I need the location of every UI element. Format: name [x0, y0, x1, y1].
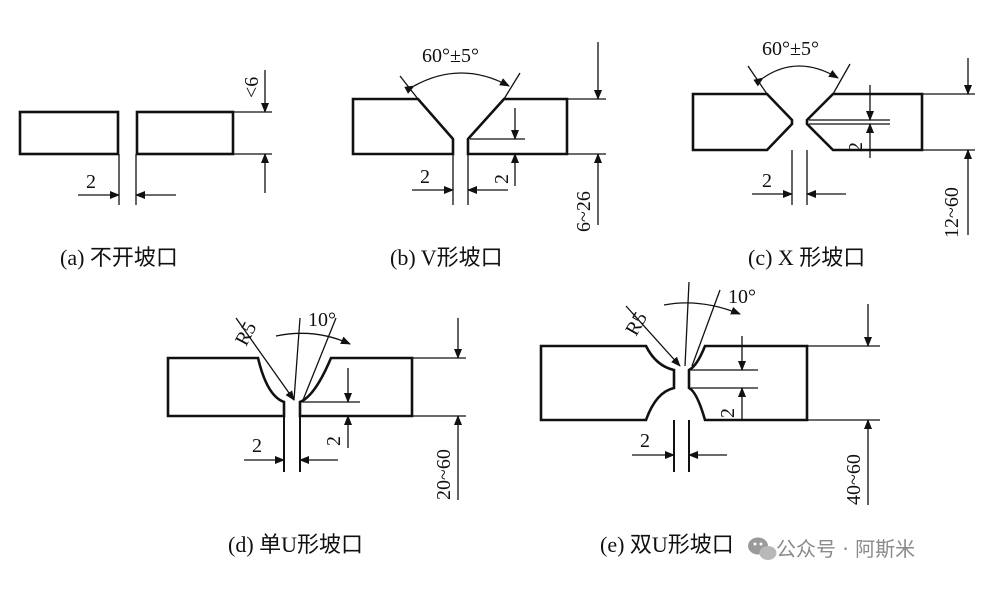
root-label: 2 — [323, 436, 345, 446]
plate-left — [351, 97, 455, 156]
caption-b: (b) V形坡口 — [390, 245, 503, 270]
gap-label: 2 — [420, 166, 430, 188]
radius-label: R5 — [621, 308, 652, 339]
angle-label: 60°±5° — [422, 45, 479, 67]
plate-right — [687, 344, 809, 422]
figure-e-double-u-groove: R5 10° 2 2 40~60 (e) 双U形坡口 — [539, 281, 880, 557]
root-label: 2 — [491, 174, 513, 184]
thickness-label: <6 — [241, 77, 263, 98]
caption-d: (d) 单U形坡口 — [228, 532, 363, 557]
root-label: 2 — [845, 142, 867, 152]
radius-label: R5 — [231, 318, 261, 349]
gap-label: 2 — [252, 435, 262, 457]
watermark: 公众号 · 阿斯米 — [748, 537, 915, 561]
thickness-label: 40~60 — [843, 454, 865, 505]
figure-b-v-groove: 60°±5° 2 2 6~26 (b) V形坡口 — [351, 42, 606, 270]
caption-a: (a) 不开坡口 — [60, 245, 178, 270]
plate-right — [135, 110, 235, 156]
angle-label: 60°±5° — [762, 38, 819, 60]
thickness-label: 20~60 — [433, 449, 455, 500]
plate-right — [466, 97, 569, 156]
angle-label: 10° — [728, 286, 756, 308]
gap-label: 2 — [640, 430, 650, 452]
caption-e: (e) 双U形坡口 — [600, 532, 734, 557]
figure-a-square-butt: 2 <6 (a) 不开坡口 — [18, 70, 272, 270]
plate-left — [166, 356, 286, 418]
plate-left — [691, 92, 794, 152]
plate-left — [539, 344, 676, 422]
angle-label: 10° — [308, 309, 336, 331]
thickness-label: 12~60 — [941, 187, 963, 238]
thickness-label: 6~26 — [573, 191, 595, 232]
gap-label: 2 — [86, 171, 96, 193]
root-label: 2 — [717, 408, 739, 418]
wechat-icon — [748, 537, 777, 560]
gap-label: 2 — [762, 170, 772, 192]
plate-left — [18, 110, 120, 156]
plate-right — [805, 92, 924, 152]
caption-c: (c) X 形坡口 — [748, 245, 865, 270]
watermark-text: 公众号 · 阿斯米 — [776, 537, 915, 561]
figure-c-x-groove: 60°±5° 2 2 12~60 (c) X 形坡口 — [691, 38, 975, 270]
figure-d-single-u-groove: R5 10° 2 2 20~60 (d) 单U形坡口 — [166, 309, 466, 557]
